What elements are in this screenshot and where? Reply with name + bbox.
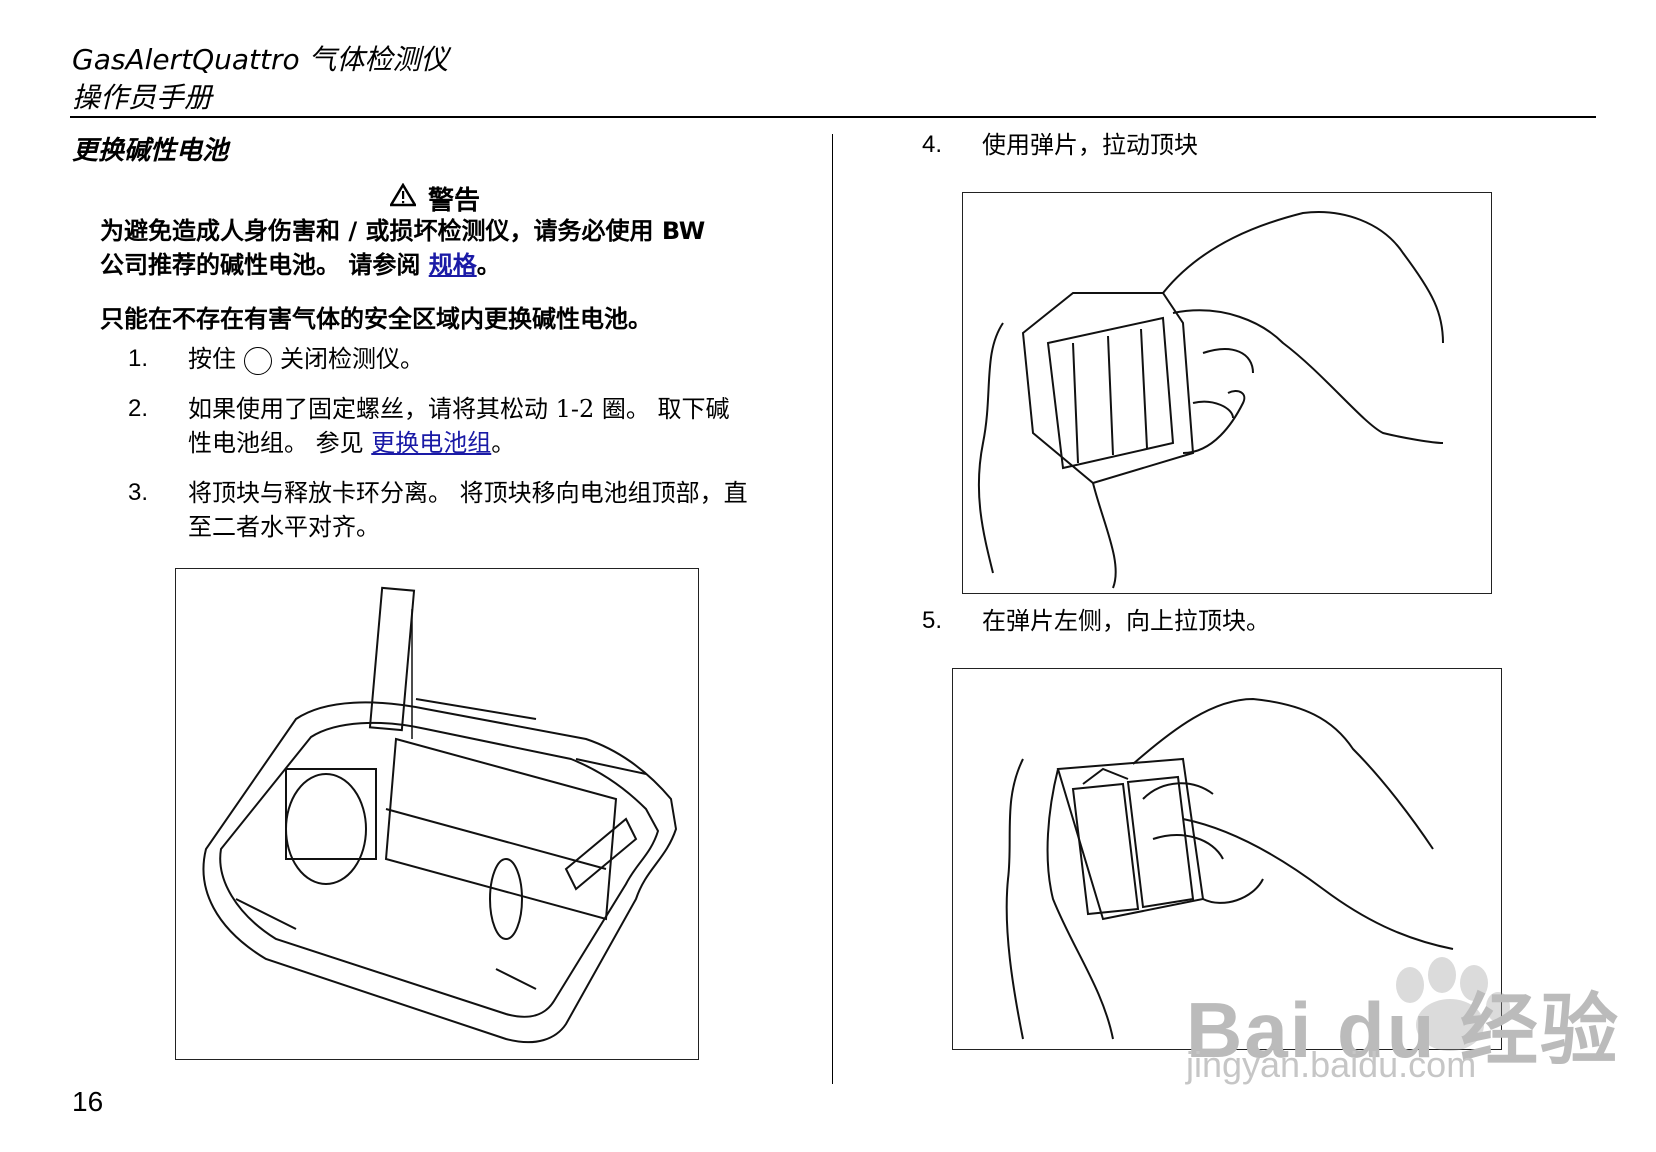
- figure-pull-tab-illustration: [962, 192, 1492, 594]
- step-text: 按住: [188, 345, 236, 373]
- step-text: 将顶块与释放卡环分离。 将顶块移向电池组顶部，直: [188, 479, 748, 507]
- step-2: 2. 如果使用了固定螺丝，请将其松动 1-2 圈。 取下碱性电池组。 参见 更换…: [128, 392, 808, 464]
- step-text: 关闭检测仪。: [280, 345, 424, 373]
- step-number: 5.: [922, 607, 943, 634]
- step-number: 3.: [128, 479, 149, 506]
- warning-line-1: 为避免造成人身伤害和 / 或损坏检测仪，请务必使用 BW: [100, 217, 706, 245]
- step-number: 2.: [128, 395, 149, 422]
- warning-line-2: 公司推荐的碱性电池。 请参阅 规格。: [100, 248, 705, 282]
- safety-paragraph: 只能在不存在有害气体的安全区域内更换碱性电池。: [100, 305, 652, 333]
- step-text: 至二者水平对齐。: [188, 513, 380, 541]
- header-title: GasAlertQuattro 气体检测仪: [72, 43, 449, 76]
- column-divider: [832, 134, 833, 1084]
- step-3: 3. 将顶块与释放卡环分离。 将顶块移向电池组顶部，直至二者水平对齐。: [128, 476, 828, 548]
- section-title: 更换碱性电池: [72, 136, 229, 166]
- warning-paragraph: 为避免造成人身伤害和 / 或损坏检测仪，请务必使用 BW 公司推荐的碱性电池。 …: [100, 214, 705, 282]
- step-text: 。: [491, 429, 516, 457]
- warning-label: 警告: [428, 186, 481, 216]
- step-4: 4. 使用弹片，拉动顶块: [922, 128, 1522, 164]
- step-text: 在弹片左侧，向上拉顶块。: [982, 607, 1270, 635]
- step-5: 5. 在弹片左侧，向上拉顶块。: [922, 604, 1522, 640]
- step-text: 性电池组。 参见: [188, 429, 372, 457]
- step-text: 如果使用了固定螺丝，请将其松动 1-2 圈。 取下碱: [188, 395, 730, 423]
- warning-line-2-text: 公司推荐的碱性电池。 请参阅: [100, 251, 429, 279]
- specs-link[interactable]: 规格: [428, 251, 477, 279]
- baidu-paw-watermark-icon: [1180, 935, 1560, 1095]
- header-subtitle: 操作员手册: [72, 81, 213, 114]
- step-number: 1.: [128, 345, 149, 372]
- header-rule: [70, 116, 1596, 118]
- warning-triangle-icon: [388, 182, 418, 214]
- watermark-url: jingyan.baidu.com: [1186, 1044, 1477, 1085]
- step-1: 1. 按住 关闭检测仪。: [128, 342, 808, 378]
- warning-heading: 警告: [388, 180, 481, 217]
- step-number: 4.: [922, 131, 943, 158]
- figure-battery-pack-illustration: [175, 568, 699, 1060]
- page-number: 16: [72, 1086, 104, 1117]
- replace-battery-pack-link[interactable]: 更换电池组: [371, 429, 492, 457]
- warning-line-2-end: 。: [476, 251, 501, 279]
- power-button-icon: [244, 346, 272, 375]
- watermark-brand: Bai du 经验: [1186, 986, 1621, 1074]
- step-text: 使用弹片，拉动顶块: [982, 131, 1198, 159]
- figure-lift-top-block-illustration: [952, 668, 1502, 1050]
